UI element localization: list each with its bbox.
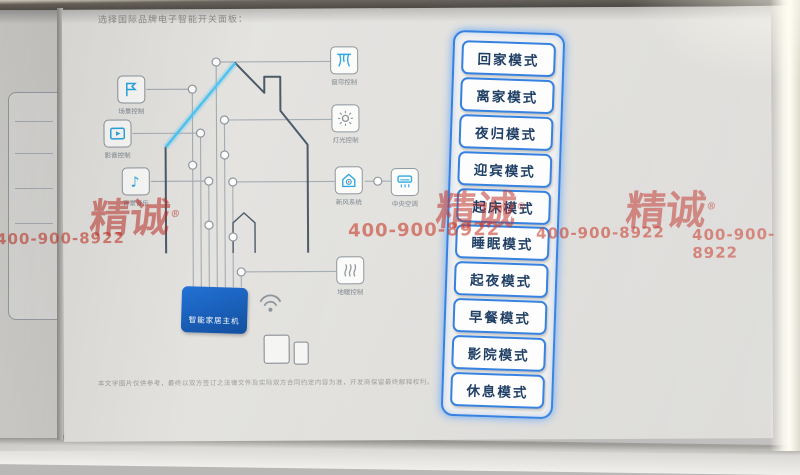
mode-button-9[interactable]: 影院模式 <box>451 335 546 372</box>
disclaimer-text: 本文字图片仅供参考，最终以双方签订之法律文件及实际双方合同约定内容为准，开发商保… <box>98 376 434 388</box>
mode-button-6[interactable]: 睡眠模式 <box>455 224 550 261</box>
smart-host-box: 智能家居主机 <box>181 286 248 334</box>
device-light: 灯光控制 <box>328 104 362 144</box>
tablet-icon <box>264 335 290 364</box>
mode-button-4[interactable]: 迎宾模式 <box>457 151 552 188</box>
curtain-icon <box>335 51 353 69</box>
wifi-icon <box>257 293 283 313</box>
device-heating: 地暖控制 <box>333 256 367 296</box>
air-conditioner-icon <box>396 173 414 191</box>
smart-home-diagram: 场景控制 影音控制 ♪ 背景音乐 窗帘控制 <box>80 24 452 386</box>
device-av: 影音控制 <box>100 119 134 159</box>
scene-flag-icon <box>122 80 140 98</box>
smartphone-icon <box>294 342 309 365</box>
svg-text:♪: ♪ <box>130 175 139 191</box>
fresh-air-icon <box>340 171 358 189</box>
mode-button-8[interactable]: 早餐模式 <box>452 298 547 335</box>
device-ac: 中央空调 <box>388 168 422 208</box>
smart-host-label: 智能家居主机 <box>188 314 239 327</box>
wall-corner-led-strip <box>770 0 800 451</box>
light-bulb-icon <box>336 109 354 127</box>
device-curtain: 窗帘控制 <box>327 46 361 86</box>
house-outline <box>165 63 308 254</box>
device-freshair: 新风系统 <box>332 166 366 206</box>
board-heading: 选择国际品牌电子智能开关面板： <box>98 12 248 26</box>
floor-heating-icon <box>341 261 359 279</box>
smart-home-display-board: 选择国际品牌电子智能开关面板： <box>62 6 773 442</box>
video-screen-icon <box>108 125 126 143</box>
scene-mode-panel: 回家模式 离家模式 夜归模式 迎宾模式 起床模式 睡眠模式 起夜模式 早餐模式 … <box>441 30 566 420</box>
mode-button-7[interactable]: 起夜模式 <box>454 261 549 298</box>
phone-wireframe-illustration <box>8 92 57 320</box>
mode-button-1[interactable]: 回家模式 <box>461 40 556 77</box>
house-door <box>233 213 255 253</box>
adjacent-left-board <box>0 10 57 438</box>
music-note-icon: ♪ <box>127 172 145 190</box>
mode-button-2[interactable]: 离家模式 <box>460 77 555 114</box>
mode-button-5[interactable]: 起床模式 <box>456 188 551 225</box>
photo-of-display-wall: 选择国际品牌电子智能开关面板： <box>0 0 800 451</box>
mode-button-3[interactable]: 夜归模式 <box>459 114 554 151</box>
device-scene: 场景控制 <box>114 75 148 115</box>
device-music: ♪ 背景音乐 <box>119 167 153 207</box>
mode-button-10[interactable]: 休息模式 <box>450 372 545 409</box>
